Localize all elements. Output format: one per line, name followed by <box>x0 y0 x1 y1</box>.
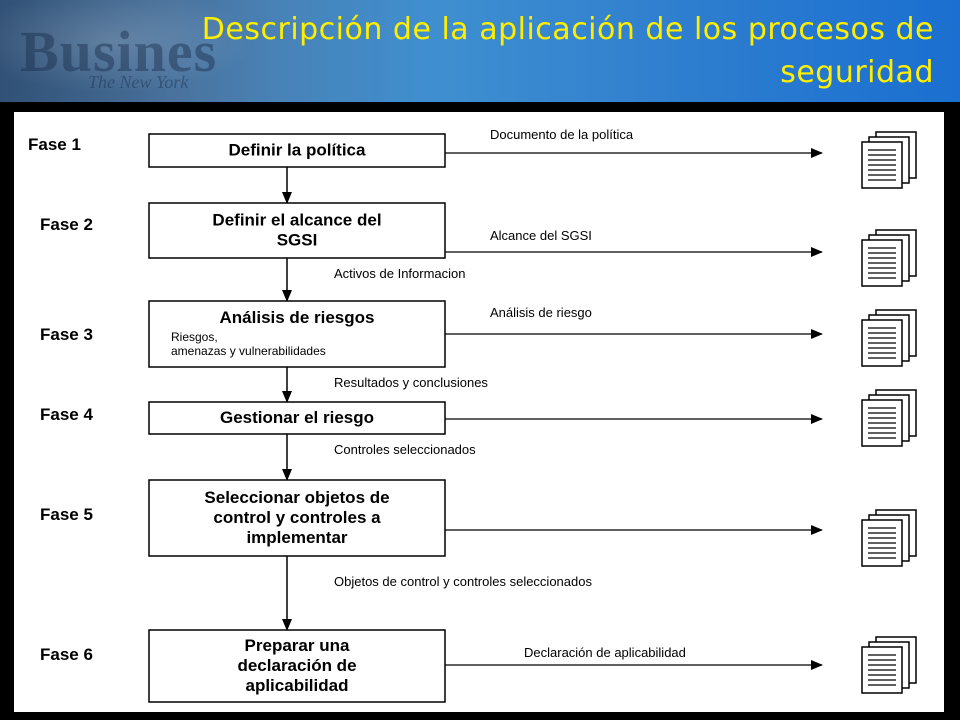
phase-box-subtext-3-2: amenazas y vulnerabilidades <box>171 344 326 358</box>
output-label-6: Declaración de aplicabilidad <box>524 645 686 660</box>
phase-box-text-6-1: Preparar una <box>245 636 350 655</box>
slide-title-line-2: seguridad <box>780 55 934 90</box>
phase-label-6: Fase 6 <box>40 645 93 664</box>
slide-header: Busines The New York Descripción de la a… <box>0 0 960 102</box>
documents-icon <box>861 509 917 567</box>
phase-box-text-5-1: Seleccionar objetos de <box>204 488 389 507</box>
phase-box-text-5-2: control y controles a <box>213 508 381 527</box>
output-label-2: Alcance del SGSI <box>490 228 592 243</box>
output-label-1: Documento de la política <box>490 127 634 142</box>
documents-icon <box>861 229 917 287</box>
phase-box-4 <box>148 401 446 435</box>
connector-label-4-5: Controles seleccionados <box>334 442 476 457</box>
documents-icon <box>861 636 917 694</box>
phase-box-text-6-2: declaración de <box>237 656 356 675</box>
header-background-image: Busines The New York <box>0 0 280 102</box>
process-diagram: Fase 1 Definir la política Documento de la… <box>28 127 917 703</box>
phase-label-3: Fase 3 <box>40 325 93 344</box>
slide-title-line-1: Descripción de la aplicación de los proc… <box>201 12 934 47</box>
phase-label-2: Fase 2 <box>40 215 93 234</box>
output-label-3: Análisis de riesgo <box>490 305 592 320</box>
slide-title: Descripción de la aplicación de los proc… <box>34 8 934 94</box>
phase-box-1 <box>148 133 446 168</box>
documents-icon <box>861 309 917 367</box>
documents-icon <box>861 131 917 189</box>
documents-icon <box>861 389 917 447</box>
phase-box-subtext-3-1: Riesgos, <box>171 330 218 344</box>
phase-box-text-4-1: Gestionar el riesgo <box>220 408 374 427</box>
phase-box-text-2-2: SGSI <box>277 231 318 250</box>
header-decor-logo: Busines <box>20 19 218 84</box>
phase-box-5 <box>148 479 446 557</box>
phase-label-5: Fase 5 <box>40 505 93 524</box>
phase-box-2 <box>148 202 446 259</box>
phase-label-4: Fase 4 <box>40 405 93 424</box>
connector-label-5-6: Objetos de control y controles seleccion… <box>334 574 592 589</box>
header-decor-sub: The New York <box>88 72 189 92</box>
phase-box-text-2-1: Definir el alcance del <box>212 211 381 230</box>
diagram-panel: Fase 1 Definir la política Documento de la… <box>14 112 944 712</box>
phase-box-3 <box>148 300 446 368</box>
phase-box-6 <box>148 629 446 703</box>
connector-label-2-3: Activos de Informacion <box>334 266 466 281</box>
phase-box-text-6-3: aplicabilidad <box>246 676 349 695</box>
connector-label-3-4: Resultados y conclusiones <box>334 375 488 390</box>
phase-box-text-1-1: Definir la política <box>229 141 367 160</box>
phase-label-1: Fase 1 <box>28 135 81 154</box>
phase-box-text-5-3: implementar <box>246 528 347 547</box>
phase-box-text-3-1: Análisis de riesgos <box>220 308 375 327</box>
